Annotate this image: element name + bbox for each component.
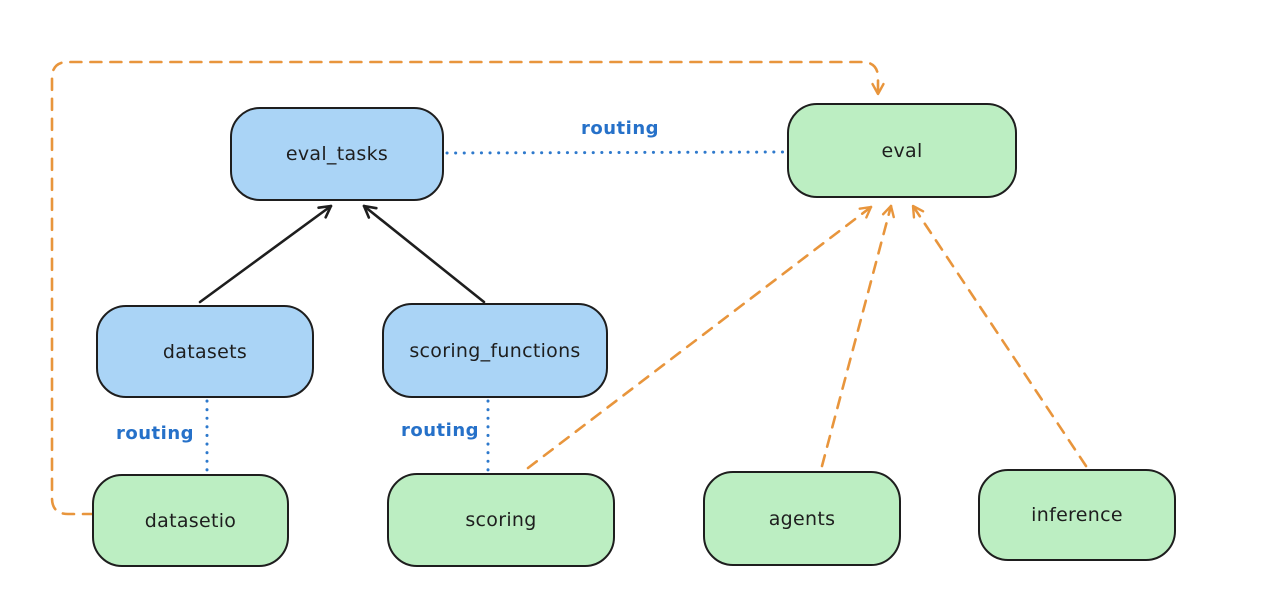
node-inference: inference [978, 469, 1176, 561]
edge-datasetio-eval-loop [50, 60, 885, 516]
node-scoring-label: scoring [465, 509, 537, 531]
node-datasetio: datasetio [92, 474, 289, 567]
node-inference-label: inference [1031, 504, 1123, 526]
edge-scoring-functions-eval-tasks [362, 204, 486, 304]
node-eval-label: eval [881, 139, 923, 162]
edge-datasets-eval-tasks [198, 204, 333, 304]
node-eval-tasks: eval_tasks [230, 107, 444, 201]
edge-routing-eval-tasks-eval [445, 150, 786, 155]
node-datasets-label: datasets [162, 340, 248, 363]
routing-label-scoring-functions-scoring: routing [400, 420, 480, 441]
edge-inference-eval [911, 204, 1088, 468]
node-eval-tasks-label: eval_tasks [285, 143, 389, 165]
node-scoring-functions-label: scoring_functions [409, 339, 581, 362]
routing-label-eval-tasks-eval: routing [580, 118, 660, 139]
node-datasets: datasets [96, 305, 314, 398]
node-scoring-functions: scoring_functions [382, 303, 608, 398]
edge-scoring-eval [526, 205, 873, 470]
node-eval: eval [787, 103, 1017, 198]
edge-agents-eval [820, 204, 895, 468]
node-agents: agents [703, 471, 901, 566]
node-agents-label: agents [768, 507, 836, 530]
routing-label-datasets-datasetio: routing [115, 423, 195, 444]
node-datasetio-label: datasetio [144, 509, 237, 532]
node-scoring: scoring [387, 473, 615, 567]
